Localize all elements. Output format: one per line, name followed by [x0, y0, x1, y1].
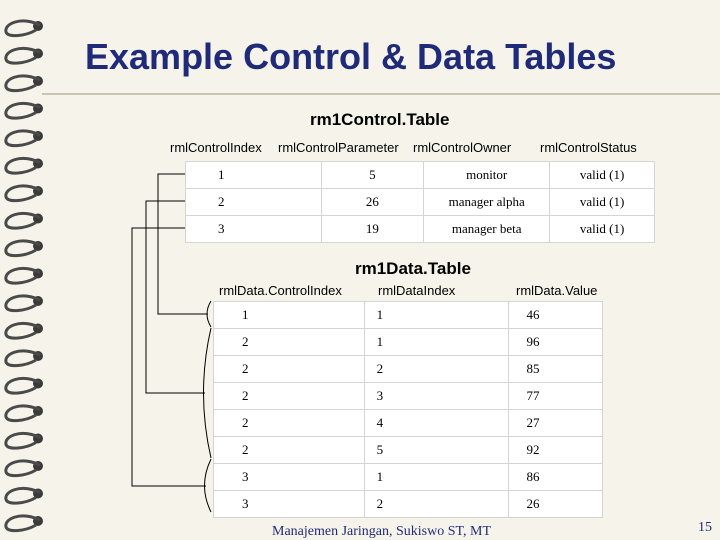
table-cell: 1	[363, 301, 509, 329]
bracket	[206, 300, 212, 328]
table-cell: 85	[507, 355, 604, 383]
table-cell: 1	[363, 328, 509, 356]
table-cell: valid (1)	[549, 161, 655, 189]
table-cell: 1	[213, 301, 365, 329]
table-cell: 1	[185, 161, 322, 189]
table-cell: valid (1)	[549, 215, 655, 243]
table-row: 1 5 monitor valid (1)	[185, 161, 655, 189]
table-row: 3 1 86	[213, 463, 604, 491]
link-line	[131, 227, 206, 487]
table-cell: 86	[507, 463, 604, 491]
control-header-index: rmlControlIndex	[170, 140, 262, 155]
table-cell: 4	[363, 409, 509, 437]
table-row: 2 4 27	[213, 409, 604, 437]
table-row: 2 2 85	[213, 355, 604, 383]
table-cell: 2	[213, 382, 365, 410]
table-row: 2 3 77	[213, 382, 604, 410]
slide-title: Example Control & Data Tables	[85, 36, 617, 77]
table-row: 1 1 46	[213, 301, 604, 329]
table-cell: 19	[320, 215, 425, 243]
table-cell: 26	[507, 490, 604, 518]
table-cell: 2	[363, 355, 509, 383]
table-cell: 2	[363, 490, 509, 518]
table-cell: 2	[213, 328, 365, 356]
table-cell: 26	[320, 188, 425, 216]
table-cell: 2	[213, 436, 365, 464]
data-table: 1 1 46 2 1 96 2 2 85 2 3 77 2 4 27 2 5 9…	[213, 301, 604, 518]
data-table-caption: rm1Data.Table	[355, 259, 471, 278]
table-cell: 3	[185, 215, 322, 243]
table-row: 2 26 manager alpha valid (1)	[185, 188, 655, 216]
page-number: 15	[698, 520, 712, 535]
table-cell: 2	[213, 355, 365, 383]
control-table: 1 5 monitor valid (1) 2 26 manager alpha…	[185, 161, 655, 243]
table-cell: 1	[363, 463, 509, 491]
data-header-index: rmlDataIndex	[378, 283, 456, 298]
table-cell: manager beta	[423, 215, 551, 243]
table-cell: 96	[507, 328, 604, 356]
table-cell: 2	[185, 188, 322, 216]
table-cell: 3	[213, 490, 365, 518]
table-row: 3 19 manager beta valid (1)	[185, 215, 655, 243]
data-header-control-index: rmlData.ControlIndex	[219, 283, 342, 298]
table-cell: 3	[363, 382, 509, 410]
title-divider	[42, 93, 720, 95]
table-cell: monitor	[423, 161, 551, 189]
table-row: 2 5 92	[213, 436, 604, 464]
table-cell: 92	[507, 436, 604, 464]
control-table-caption: rm1Control.Table	[310, 110, 450, 129]
table-cell: 46	[507, 301, 604, 329]
table-row: 2 1 96	[213, 328, 604, 356]
table-cell: manager alpha	[423, 188, 551, 216]
bracket	[204, 458, 212, 513]
table-cell: 5	[363, 436, 509, 464]
table-cell: valid (1)	[549, 188, 655, 216]
control-header-parameter: rmlControlParameter	[278, 140, 399, 155]
table-cell: 5	[320, 161, 425, 189]
table-cell: 2	[213, 409, 365, 437]
binder-rings-icon	[4, 19, 43, 533]
slide-footer: Manajemen Jaringan, Sukiswo ST, MT	[272, 524, 492, 539]
table-cell: 77	[507, 382, 604, 410]
data-header-value: rmlData.Value	[516, 283, 598, 298]
control-header-status: rmlControlStatus	[540, 140, 637, 155]
table-cell: 3	[213, 463, 365, 491]
table-cell: 27	[507, 409, 604, 437]
table-row: 3 2 26	[213, 490, 604, 518]
control-header-owner: rmlControlOwner	[413, 140, 512, 155]
bracket	[203, 327, 212, 459]
